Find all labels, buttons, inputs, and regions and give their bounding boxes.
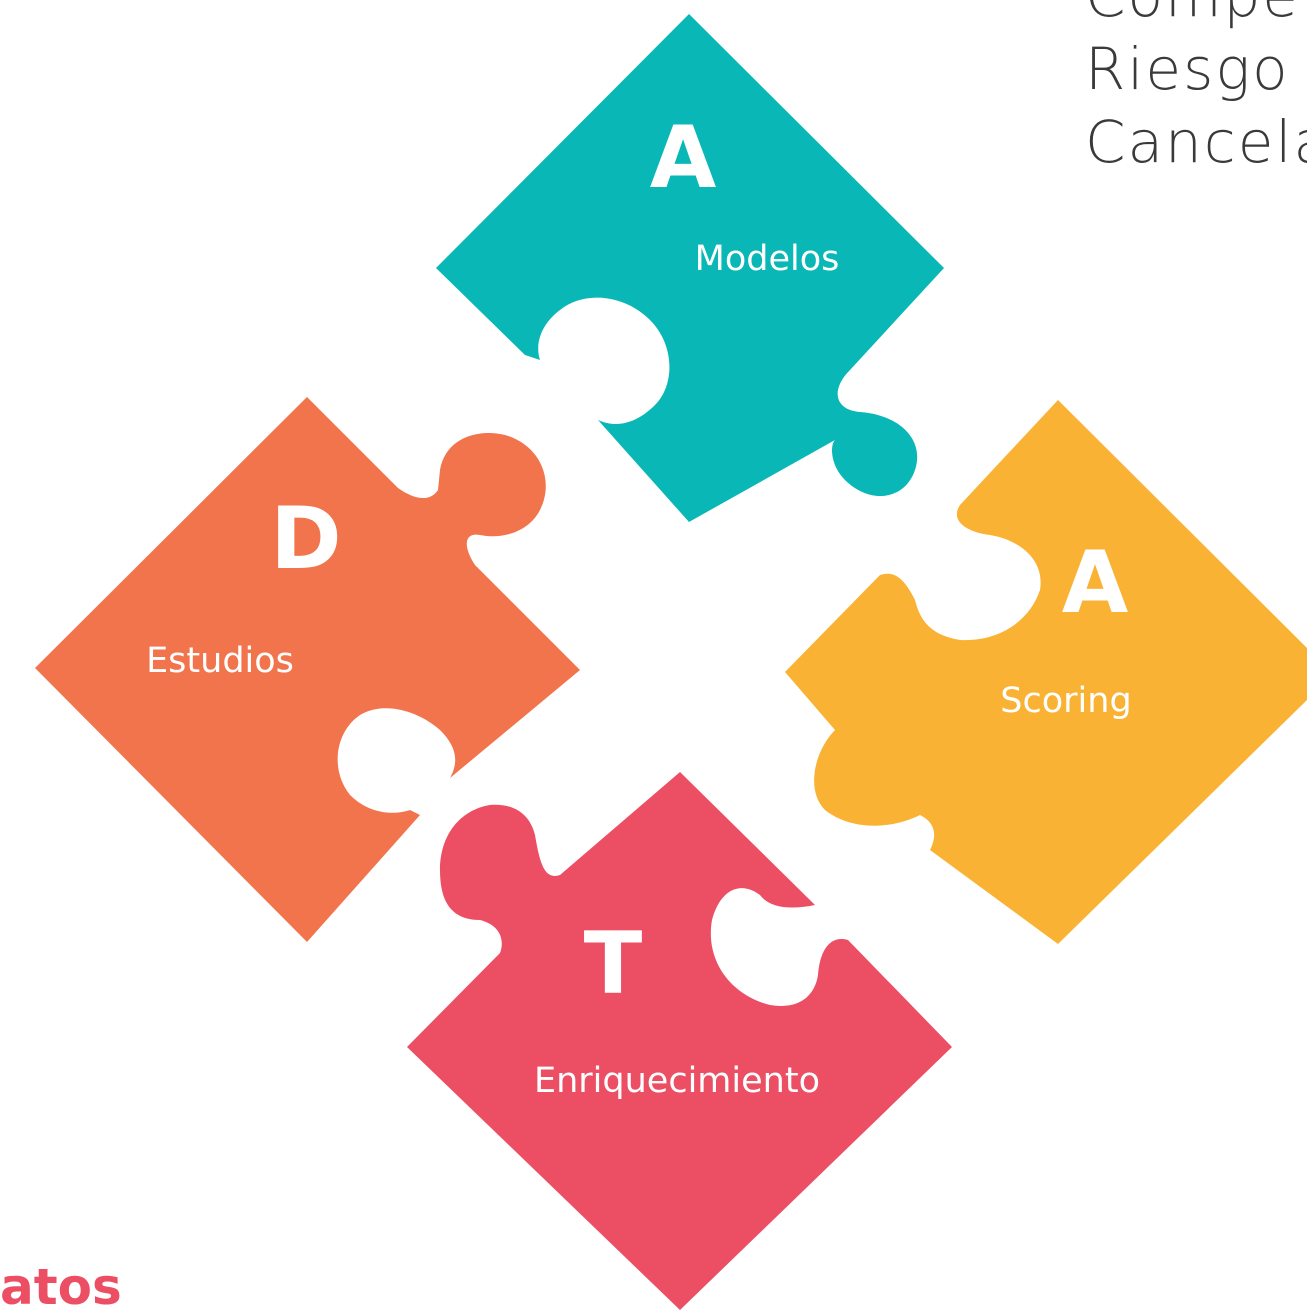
piece-shape — [436, 14, 944, 522]
side-text-line: Compe — [1085, 0, 1300, 30]
puzzle-piece-scoring: A Scoring — [785, 400, 1307, 944]
piece-label: Enriquecimiento — [534, 1061, 820, 1101]
puzzle-piece-estudios: D Estudios — [35, 397, 580, 942]
piece-letter: T — [584, 914, 643, 1014]
piece-letter: A — [1062, 533, 1129, 633]
puzzle-piece-enriquecimiento: T Enriquecimiento — [407, 772, 952, 1310]
side-text-block: Compe Riesgo Cancela — [1085, 0, 1307, 176]
puzzle-piece-modelos: A Modelos — [436, 14, 944, 522]
piece-label: Estudios — [146, 641, 294, 681]
piece-letter: D — [270, 489, 341, 589]
bottom-heading-fragment: atos — [0, 1258, 122, 1310]
piece-shape — [35, 397, 580, 942]
piece-shape — [407, 772, 952, 1310]
side-text-line: Riesgo — [1085, 35, 1290, 103]
side-text-line: Cancela — [1085, 108, 1307, 176]
piece-letter: A — [650, 108, 717, 208]
piece-label: Modelos — [695, 239, 840, 279]
piece-label: Scoring — [1000, 681, 1131, 721]
piece-shape — [785, 400, 1307, 944]
